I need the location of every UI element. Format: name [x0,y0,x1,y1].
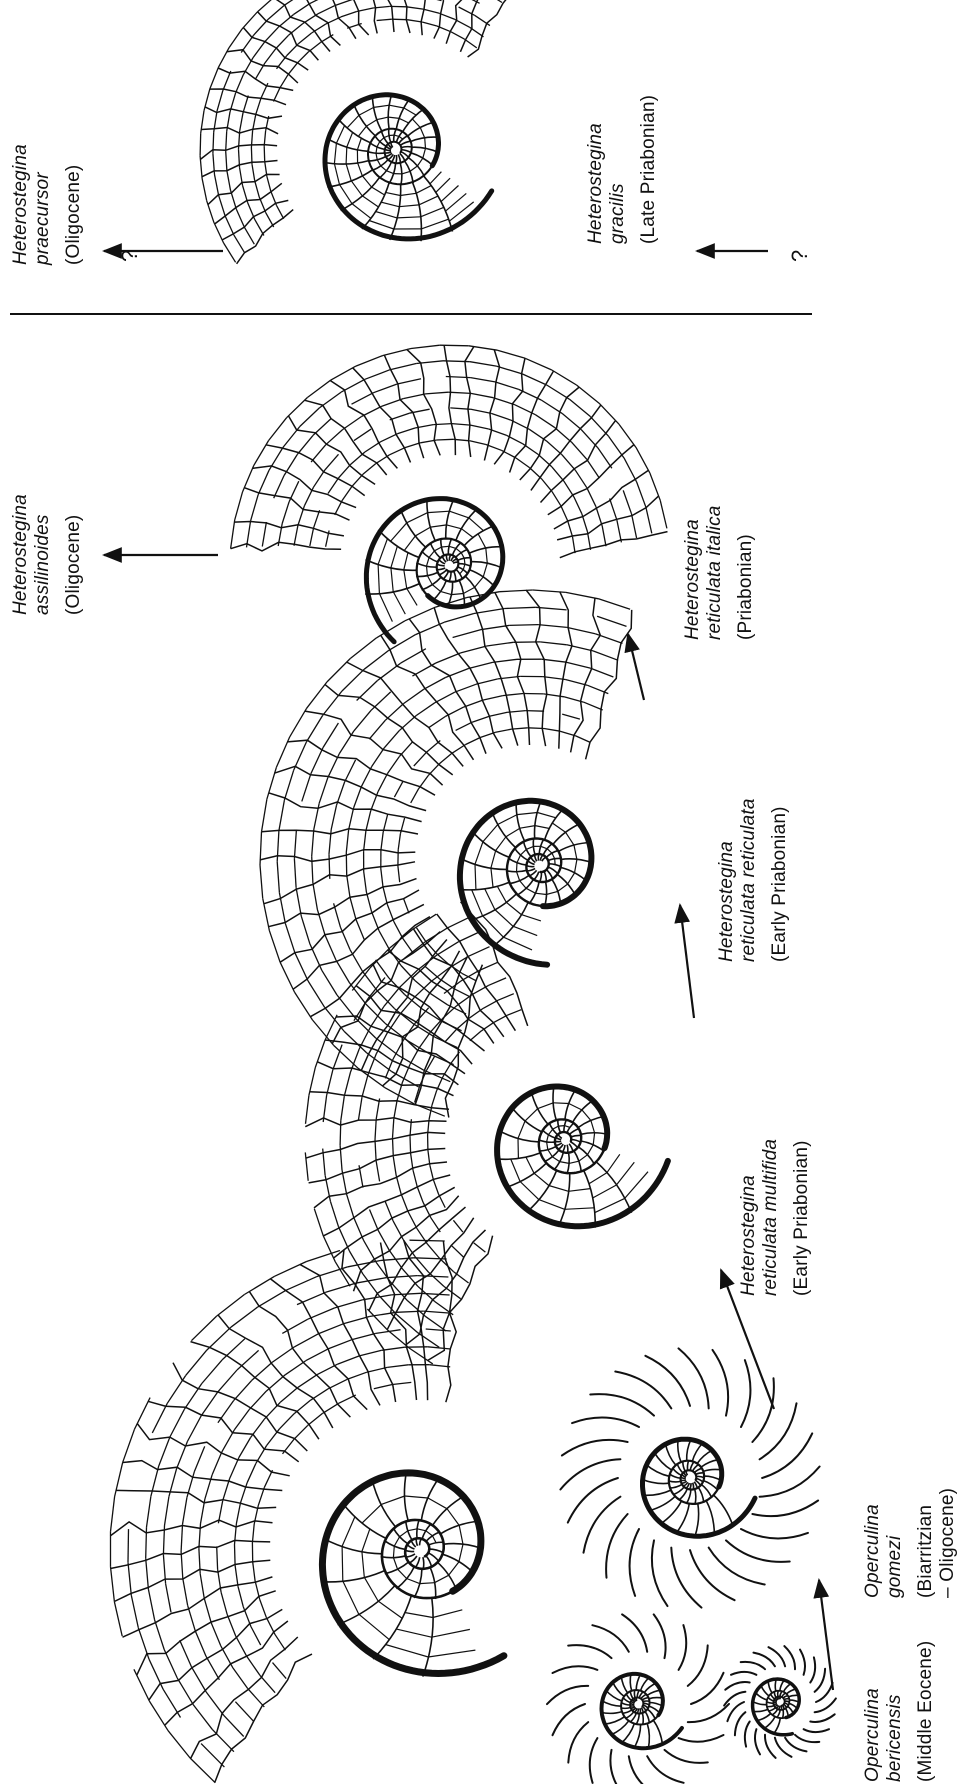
specimen-reticulata [260,590,632,1118]
species-name: praecursor [32,144,54,265]
genus-name: Heterostegina [682,505,704,640]
taxon-label-assilinoides: Heterostegina assilinoides (Oligocene) [10,494,85,615]
genus-name: Heterostegina [585,95,607,244]
genus-name: Operculina [862,1641,884,1782]
age-range: (Early Priabonian) [769,798,791,962]
uncertain-mark-praecursor: ? [119,250,141,262]
specimen-gracilis [200,0,511,264]
age-range: (Early Priabonian) [791,1139,813,1296]
specimen-italica [231,345,668,642]
species-name: reticulata multifida [760,1139,782,1296]
age-range: (Priabonian) [735,505,757,640]
arrow-reticulata-to-italica [628,634,644,700]
species-name: gracilis [607,95,629,244]
taxon-label-bericensis: Operculina bericensis (Middle Eocene) [862,1641,937,1782]
arrow-multifida-to-reticulata [680,905,694,1018]
specimen-gomezi [560,1348,819,1607]
genus-name: Heterostegina [716,798,738,962]
specimen-multifida [305,902,668,1364]
taxon-label-reticulata: Heterostegina reticulata reticulata (Ear… [716,798,791,962]
genus-name: Heterostegina [10,144,32,265]
species-name: reticulata reticulata [738,798,760,962]
species-name: gomezi [884,1488,906,1598]
specimen-bericensis-a [547,1614,729,1784]
specimen-bericensis-b [724,1646,836,1758]
species-name: bericensis [884,1641,906,1782]
taxon-label-gracilis: Heterostegina gracilis (Late Priabonian) [585,95,660,244]
species-name: assilinoides [32,494,54,615]
specimen-large-ancestral [110,1240,504,1783]
age-range: (Late Priabonian) [638,95,660,244]
age-range: (Middle Eocene) [915,1641,937,1782]
genus-name: Heterostegina [738,1139,760,1296]
age-range: (Oligocene) [63,494,85,615]
age-range: (Biarritzian – Oligocene) [915,1488,959,1598]
genus-name: Operculina [862,1488,884,1598]
taxon-label-italica: Heterostegina reticulata italica (Priabo… [682,505,757,640]
age-range: (Oligocene) [63,144,85,265]
taxon-label-multifida: Heterostegina reticulata multifida (Earl… [738,1139,813,1296]
arrow-bericensis-to-gomezi [819,1580,833,1690]
species-name: reticulata italica [704,505,726,640]
uncertain-mark-gracilis: ? [789,250,811,262]
genus-name: Heterostegina [10,494,32,615]
taxon-label-praecursor: Heterostegina praecursor (Oligocene) [10,144,85,265]
taxon-label-gomezi: Operculina gomezi (Biarritzian – Oligoce… [862,1488,959,1598]
